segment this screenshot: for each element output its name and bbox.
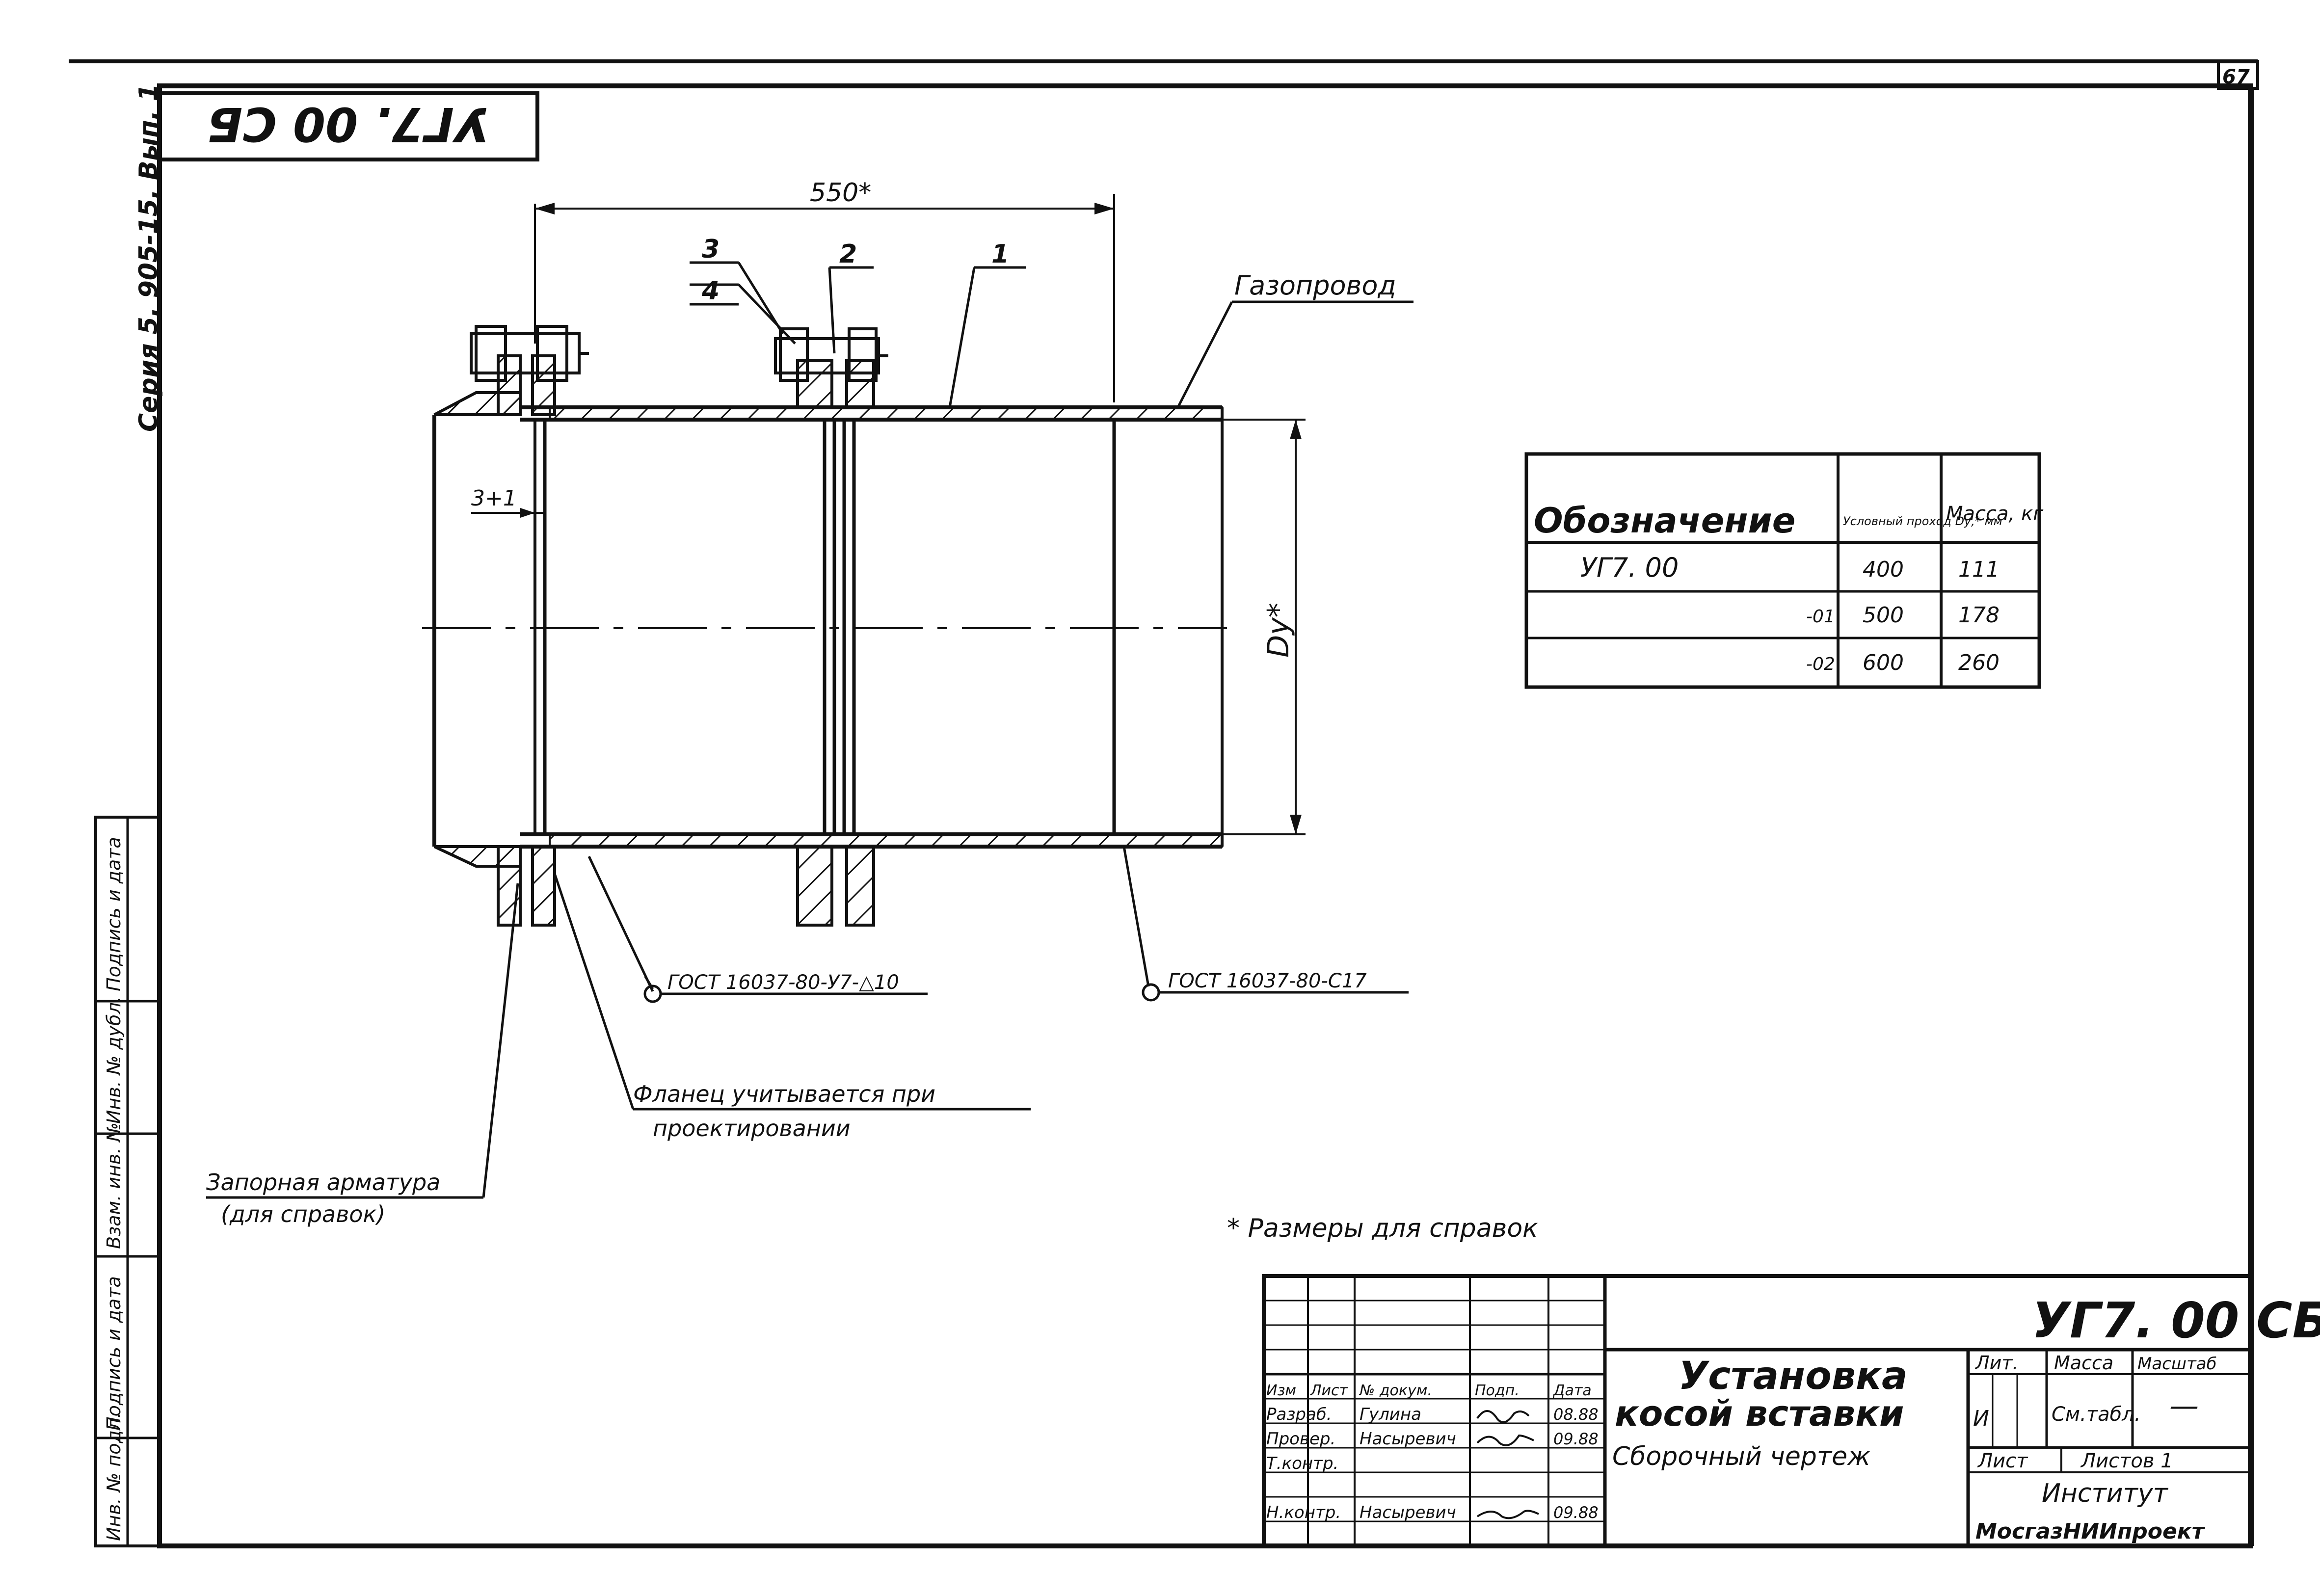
tb-sheet-label: Лист (1977, 1450, 2028, 1472)
assembly-drawing (206, 194, 1413, 1199)
dim-diameter: Dу* (1261, 603, 1296, 658)
sheet-number: 67 (2222, 66, 2250, 88)
spec-header-designation: Обозначение (1534, 501, 1795, 541)
signer-date-1: 08.88 (1553, 1405, 1599, 1424)
signer-date-4: 09.88 (1553, 1503, 1599, 1522)
spec-row-1-designation: УГ7. 00 (1580, 552, 1679, 583)
dim-overall: 550* (810, 178, 871, 208)
spec-row-2-diameter: 500 (1863, 603, 1904, 628)
spec-table (1524, 452, 2041, 689)
callout-3: 3 (702, 235, 720, 264)
signer-role-3: Т.контр. (1266, 1454, 1338, 1473)
spec-row-1-mass: 111 (1958, 557, 2000, 582)
signature-marks (1476, 1410, 1539, 1519)
stamp-label-2: Инв. № дубл. (103, 996, 125, 1124)
spec-row-2-designation: -01 (1806, 607, 1835, 627)
spec-row-2-mass: 178 (1958, 603, 2000, 628)
weld-left-label: ГОСТ 16037-80-У7-△10 (667, 971, 899, 994)
pipeline-label: Газопровод (1234, 270, 1396, 301)
title-block (1262, 1274, 2252, 1548)
callout-2: 2 (839, 239, 857, 269)
signer-role-4: Н.контр. (1266, 1503, 1341, 1522)
tb-org-line-1: Институт (2042, 1479, 2169, 1508)
callout-4: 4 (701, 276, 720, 306)
col-izm: Изм (1266, 1382, 1296, 1399)
col-doc: № докум. (1359, 1382, 1432, 1399)
stamp-label-3: Взам. инв. № (103, 1122, 125, 1249)
stamp-label-1: Подпись и дата (103, 837, 125, 991)
rotated-code-box: УГ7. 00 СБ (158, 91, 539, 161)
signer-role-1: Разраб. (1266, 1405, 1332, 1424)
flange-note: проектировании (653, 1115, 851, 1142)
weld-right-label: ГОСТ 16037-80-С17 (1168, 970, 1367, 992)
left-stamp-strip (94, 816, 161, 1547)
title-line-2: косой вставки (1615, 1393, 1904, 1434)
spec-row-3-diameter: 600 (1863, 650, 1904, 675)
spec-row-1-diameter: 400 (1863, 557, 1904, 582)
rotated-code: УГ7. 00 СБ (207, 97, 490, 151)
col-sign: Подп. (1475, 1382, 1520, 1399)
callout-1: 1 (991, 239, 1009, 269)
signer-name-4: Насыревич (1360, 1503, 1456, 1522)
spec-header-diameter: Условный проход Dу,* мм (1843, 514, 2002, 528)
col-date: Дата (1552, 1382, 1592, 1399)
tb-scale-value: — (2169, 1389, 2199, 1423)
valve-label: Запорная арматура (206, 1169, 440, 1196)
stamp-label-5: Инв. № подл. (103, 1412, 125, 1541)
spec-header-mass: Масса, кг (1946, 503, 2044, 525)
tb-lit-label: Лит. (1974, 1352, 2019, 1374)
signer-name-2: Насыревич (1360, 1429, 1456, 1449)
stamp-label-4: Подпись и дата (103, 1276, 125, 1431)
tb-lit-value: И (1973, 1406, 1989, 1431)
flange-label: Фланец учитывается при (633, 1081, 935, 1107)
sheet-frame (69, 59, 2259, 1548)
spec-row-3-mass: 260 (1958, 650, 2000, 675)
tb-mass-value: См.табл. (2052, 1403, 2141, 1426)
footnote: * Размеры для справок (1227, 1214, 1538, 1243)
col-list: Лист (1310, 1382, 1349, 1399)
tb-org-line-2: МосгазНИИпроект (1975, 1519, 2206, 1544)
signer-date-2: 09.88 (1553, 1430, 1599, 1448)
series-label: Серия 5. 905-15, Вып. 1 (134, 83, 163, 432)
spec-row-3-designation: -02 (1806, 654, 1835, 674)
title-subtitle: Сборочный чертеж (1612, 1442, 1870, 1471)
title-line-1: Установка (1679, 1354, 1908, 1398)
tb-sheets-label: Листов 1 (2080, 1450, 2173, 1472)
signer-role-2: Провер. (1266, 1429, 1335, 1449)
tb-scale-label: Масштаб (2137, 1354, 2217, 1374)
dim-gap: 3+1 (471, 486, 517, 511)
tb-mass-label: Масса (2054, 1352, 2113, 1374)
valve-note: (для справок) (221, 1201, 385, 1227)
signer-name-1: Гулина (1360, 1405, 1421, 1424)
title-doc-code: УГ7. 00 СБ (2032, 1292, 2320, 1349)
